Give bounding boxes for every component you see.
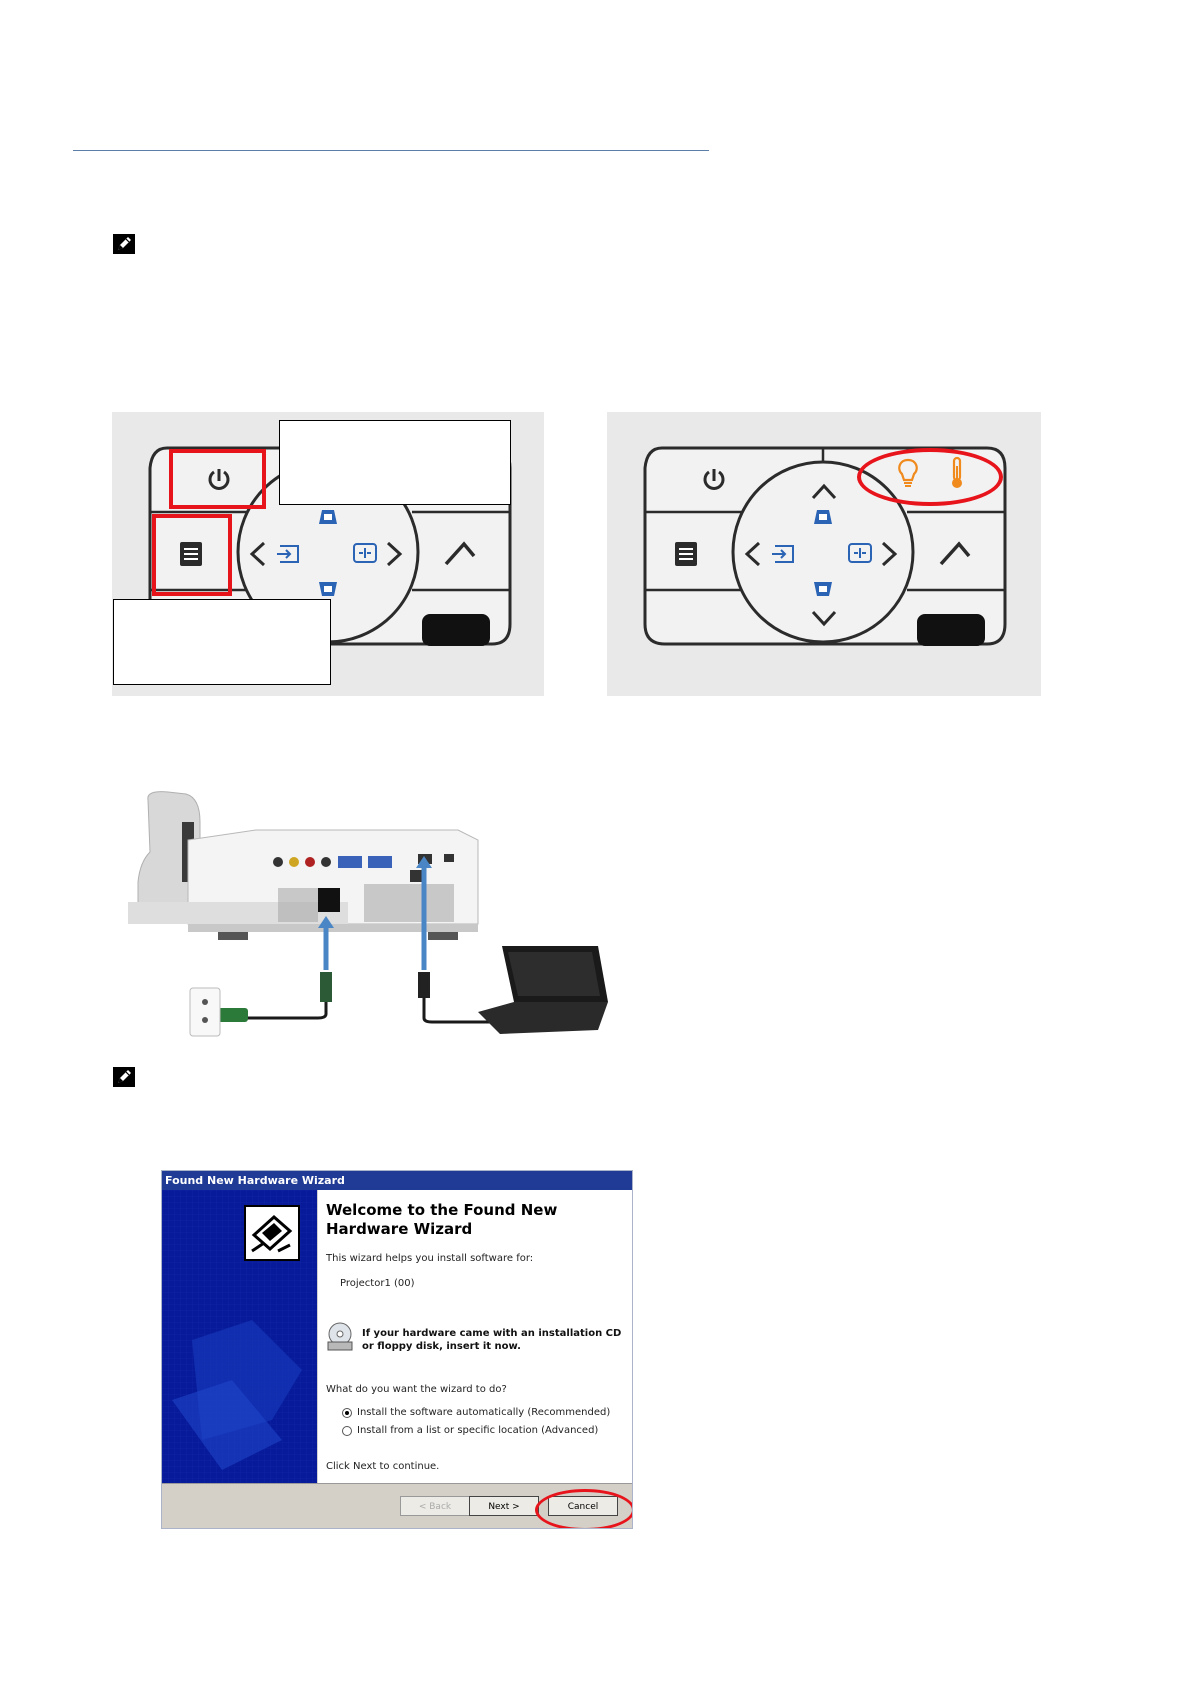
note-pencil-icon [113,234,135,254]
power-icon [703,469,725,490]
callout-box-top [279,420,511,505]
wizard-device-name: Projector1 (00) [340,1278,415,1289]
menu-icon [180,542,202,566]
wizard-title-bar: Found New Hardware Wizard [162,1171,632,1190]
resize-icon [848,543,872,563]
menu-button-highlight [152,514,232,596]
wizard-intro-text: This wizard helps you install software f… [326,1253,534,1264]
wizard-heading-line1: Welcome to the Found New [326,1201,558,1219]
up-arrow-icon [811,483,837,500]
option-install-automatically-label: Install the software automatically (Reco… [357,1407,611,1418]
power-button-highlight [169,449,266,509]
cd-icon [327,1322,353,1351]
cancel-highlight-ellipse [535,1489,632,1528]
source-icon [772,545,794,563]
right-arrow-icon [881,541,898,567]
down-arrow-icon [811,610,837,627]
source-icon [277,545,299,563]
right-arrow-icon [386,541,403,567]
keystone-up-icon [319,510,337,524]
radio-install-automatically[interactable] [342,1408,352,1418]
wizard-heading-line2: Hardware Wizard [326,1220,473,1238]
note-pencil-icon [113,1067,135,1087]
left-arrow-icon [744,541,761,567]
auto-adjust-icon [939,541,971,566]
projector-connection-illustration [128,791,608,1037]
section-rule [73,150,709,151]
option-install-from-list-label: Install from a list or specific location… [357,1425,599,1436]
hardware-wizard-icon [244,1205,300,1261]
next-button[interactable]: Next > [469,1496,539,1516]
wizard-question: What do you want the wizard to do? [326,1384,507,1395]
keystone-up-icon [814,510,832,524]
left-arrow-icon [249,541,266,567]
auto-adjust-icon [444,541,476,566]
wizard-cd-notice-line2: or floppy disk, insert it now. [362,1341,521,1352]
keystone-down-icon [814,582,832,596]
control-panel-left [112,412,544,696]
keystone-down-icon [319,582,337,596]
wizard-content: Welcome to the Found New Hardware Wizard… [317,1190,632,1483]
resize-icon [353,543,377,563]
found-new-hardware-wizard: Found New Hardware Wizard Welcome to the… [161,1170,633,1529]
radio-install-from-list[interactable] [342,1426,352,1436]
menu-icon [675,542,697,566]
indicator-highlight-ellipse [857,448,1003,506]
wizard-continue-text: Click Next to continue. [326,1461,440,1472]
back-button[interactable]: < Back [400,1496,470,1516]
control-panel-right [607,412,1041,696]
callout-box-bottom [113,599,331,685]
wizard-cd-notice-line1: If your hardware came with an installati… [362,1328,622,1339]
power-icon [208,469,230,490]
